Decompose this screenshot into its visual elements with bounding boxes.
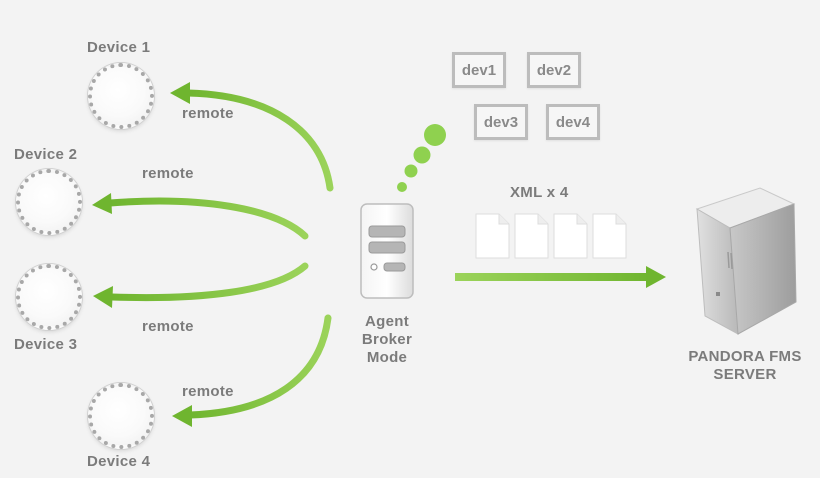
green-dot-4 [424, 124, 446, 146]
remote-label-3: remote [142, 318, 194, 335]
arrow-head-device-1 [170, 82, 190, 104]
device-1-circle [88, 63, 154, 129]
xml-document-3 [553, 213, 588, 259]
server-label: PANDORA FMS SERVER [670, 348, 820, 384]
agent-label-line3: Mode [366, 349, 408, 366]
device-4-circle [88, 383, 154, 449]
agent-label-line1: Agent [365, 313, 409, 330]
agent-broker-label: Agent Broker Mode [347, 313, 427, 367]
green-dot-1 [397, 182, 407, 192]
device-3-circle [16, 264, 82, 330]
arrow-to-server [455, 273, 650, 281]
arrow-head-device-4 [172, 405, 192, 427]
remote-label-2: remote [142, 165, 194, 182]
xml-document-2 [514, 213, 549, 259]
xml-document-4 [592, 213, 627, 259]
dev-box-4: dev4 [546, 104, 600, 140]
device-3-label: Device 3 [14, 336, 78, 353]
arrow-head-server [646, 266, 666, 288]
arrow-device-4 [186, 314, 332, 419]
dev-box-3: dev3 [474, 104, 528, 140]
xml-document-1 [475, 213, 510, 259]
remote-label-4: remote [182, 383, 234, 400]
server-label-line1: PANDORA FMS [688, 348, 802, 365]
device-2-label: Device 2 [14, 146, 78, 163]
xml-count-label: XML x 4 [510, 184, 569, 201]
server-label-line2: SERVER [713, 366, 777, 383]
device-1-label: Device 1 [87, 39, 151, 56]
device-2-circle [16, 169, 82, 235]
arrow-device-3 [108, 262, 309, 302]
agent-computer-icon [360, 203, 414, 299]
dev-box-2: dev2 [527, 52, 581, 88]
arrow-device-1 [184, 89, 334, 192]
agent-label-line2: Broker [361, 331, 413, 348]
green-dot-3 [413, 146, 431, 164]
server-tower-icon [695, 187, 797, 335]
remote-label-1: remote [182, 105, 234, 122]
arrow-device-2 [106, 197, 309, 240]
arrow-head-device-2 [92, 193, 112, 214]
arrow-head-device-3 [93, 286, 113, 308]
dev-box-1: dev1 [452, 52, 506, 88]
green-dot-2 [404, 164, 418, 178]
device-4-label: Device 4 [87, 453, 151, 470]
